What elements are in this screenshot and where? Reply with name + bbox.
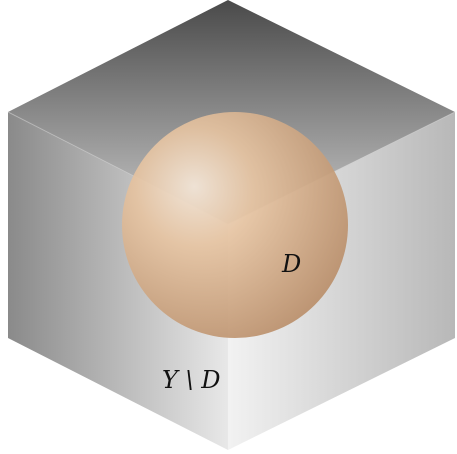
cube-top-face: [8, 0, 455, 224]
complement-label: Y \ D: [162, 366, 220, 394]
sphere-d: [122, 112, 348, 338]
sphere-label: D: [281, 250, 301, 278]
